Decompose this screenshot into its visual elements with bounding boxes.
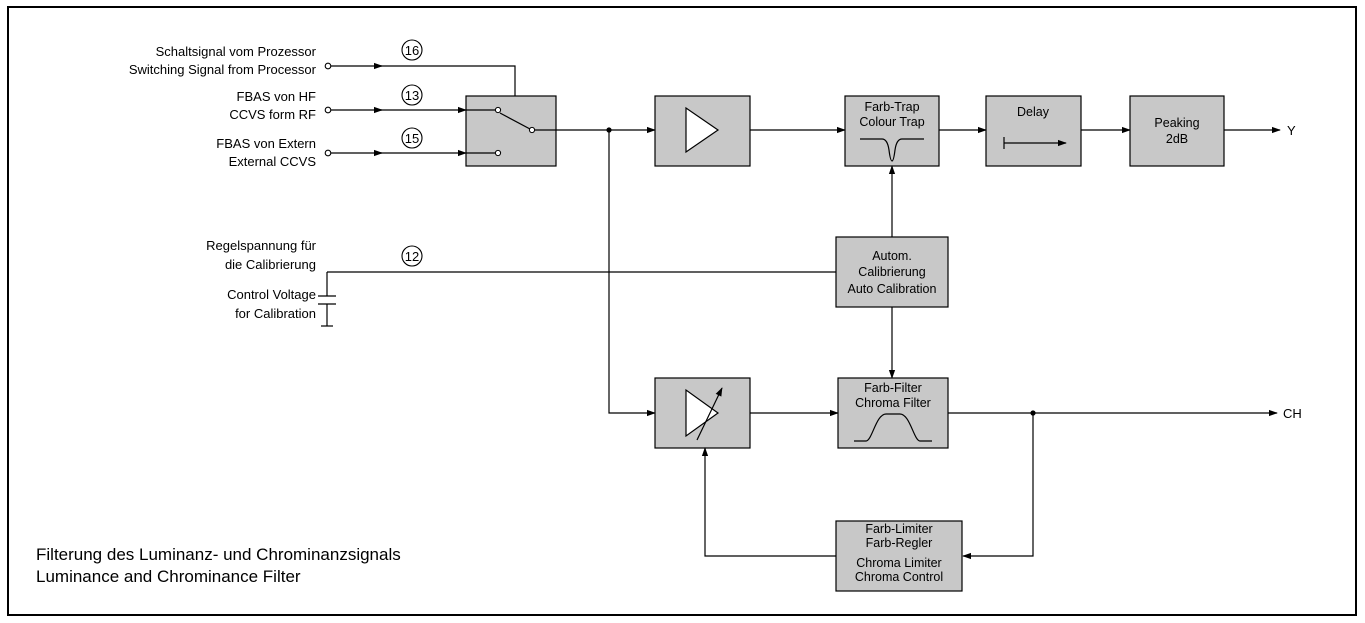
peaking-box [1129, 95, 1225, 167]
calibration-label-1: Autom. [872, 249, 912, 263]
auto-calibration-block: Autom. Calibrierung Auto Calibration [835, 236, 949, 308]
input-switch-block [465, 95, 557, 167]
caption-line-1: Filterung des Luminanz- und Chrominanzsi… [36, 545, 401, 564]
peaking-label-1: Peaking [1154, 116, 1199, 130]
pin-markers: 16 13 15 12 [401, 39, 423, 267]
terminal-switching [324, 62, 332, 70]
label-extern-en: External CCVS [229, 154, 317, 169]
limiter-label-4: Chroma Control [855, 570, 943, 584]
calibration-label-3: Auto Calibration [848, 282, 937, 296]
trap-box [844, 95, 940, 167]
output-ch-label: CH [1283, 406, 1302, 421]
chroma-filter-block: Farb-Filter Chroma Filter [837, 377, 949, 449]
pin-13-circle [401, 84, 423, 106]
pin-15-label: 15 [405, 131, 419, 146]
filter-label-de: Farb-Filter [864, 381, 922, 395]
limiter-label-1: Farb-Limiter [865, 522, 932, 536]
switch-blade [499, 112, 531, 130]
label-control-en-1: Control Voltage [227, 287, 316, 302]
calibration-label-2: Calibrierung [858, 265, 925, 279]
variable-amplifier-icon [685, 388, 720, 438]
terminal-hf [324, 106, 332, 114]
filter-box [837, 377, 949, 449]
delay-box [985, 95, 1082, 167]
label-extern-de: FBAS von Extern [216, 136, 316, 151]
wire-chroma-to-limiter [962, 413, 1034, 560]
wire-limiter-to-chroma-amp [701, 447, 836, 557]
switch-box [465, 95, 557, 167]
pin-15-circle [401, 127, 423, 149]
caption-line-2: Luminance and Chrominance Filter [36, 567, 301, 586]
pin-12-label: 12 [405, 249, 419, 264]
output-y-label: Y [1287, 123, 1296, 138]
variable-gain-arrow-icon [696, 387, 723, 441]
luma-amplifier [654, 95, 751, 167]
terminal-extern [324, 149, 332, 157]
limiter-label-3: Chroma Limiter [856, 556, 941, 570]
peaking-label-2: 2dB [1166, 132, 1188, 146]
label-hf-de: FBAS von HF [237, 89, 317, 104]
label-switching-en: Switching Signal from Processor [129, 62, 317, 77]
label-control-de-1: Regelspannung für [206, 238, 317, 253]
switch-contact-extern [494, 149, 502, 157]
chroma-amplifier [654, 377, 751, 449]
switch-common [528, 126, 536, 134]
limiter-label-2: Farb-Regler [866, 536, 933, 550]
input-labels: Schaltsignal vom Prozessor Switching Sig… [129, 44, 317, 321]
pin-13-label: 13 [405, 88, 419, 103]
diagram-frame [7, 6, 1357, 616]
notch-icon [860, 138, 924, 162]
bandpass-icon [854, 413, 932, 442]
trap-label-de: Farb-Trap [864, 100, 919, 114]
colour-trap-block: Farb-Trap Colour Trap [844, 95, 940, 167]
peaking-block: Peaking 2dB [1129, 95, 1225, 167]
label-control-en-2: for Calibration [235, 306, 316, 321]
label-control-de-2: die Calibrierung [225, 257, 316, 272]
delay-label: Delay [1017, 105, 1050, 119]
label-switching-de: Schaltsignal vom Prozessor [156, 44, 317, 59]
wire-main-to-chroma-amp [608, 130, 656, 417]
calibration-box [835, 236, 949, 308]
label-hf-en: CCVS form RF [229, 107, 316, 122]
pin-12-circle [401, 245, 423, 267]
filter-label-en: Chroma Filter [855, 396, 931, 410]
switch-contact-hf [494, 106, 502, 114]
delay-block: Delay [985, 95, 1082, 167]
trap-label-en: Colour Trap [859, 115, 924, 129]
input-wires [318, 62, 836, 327]
chroma-limiter-block: Farb-Limiter Farb-Regler Chroma Limiter … [835, 520, 963, 592]
pin-16-label: 16 [405, 43, 419, 58]
amplifier-icon [685, 106, 720, 154]
pin-16-circle [401, 39, 423, 61]
